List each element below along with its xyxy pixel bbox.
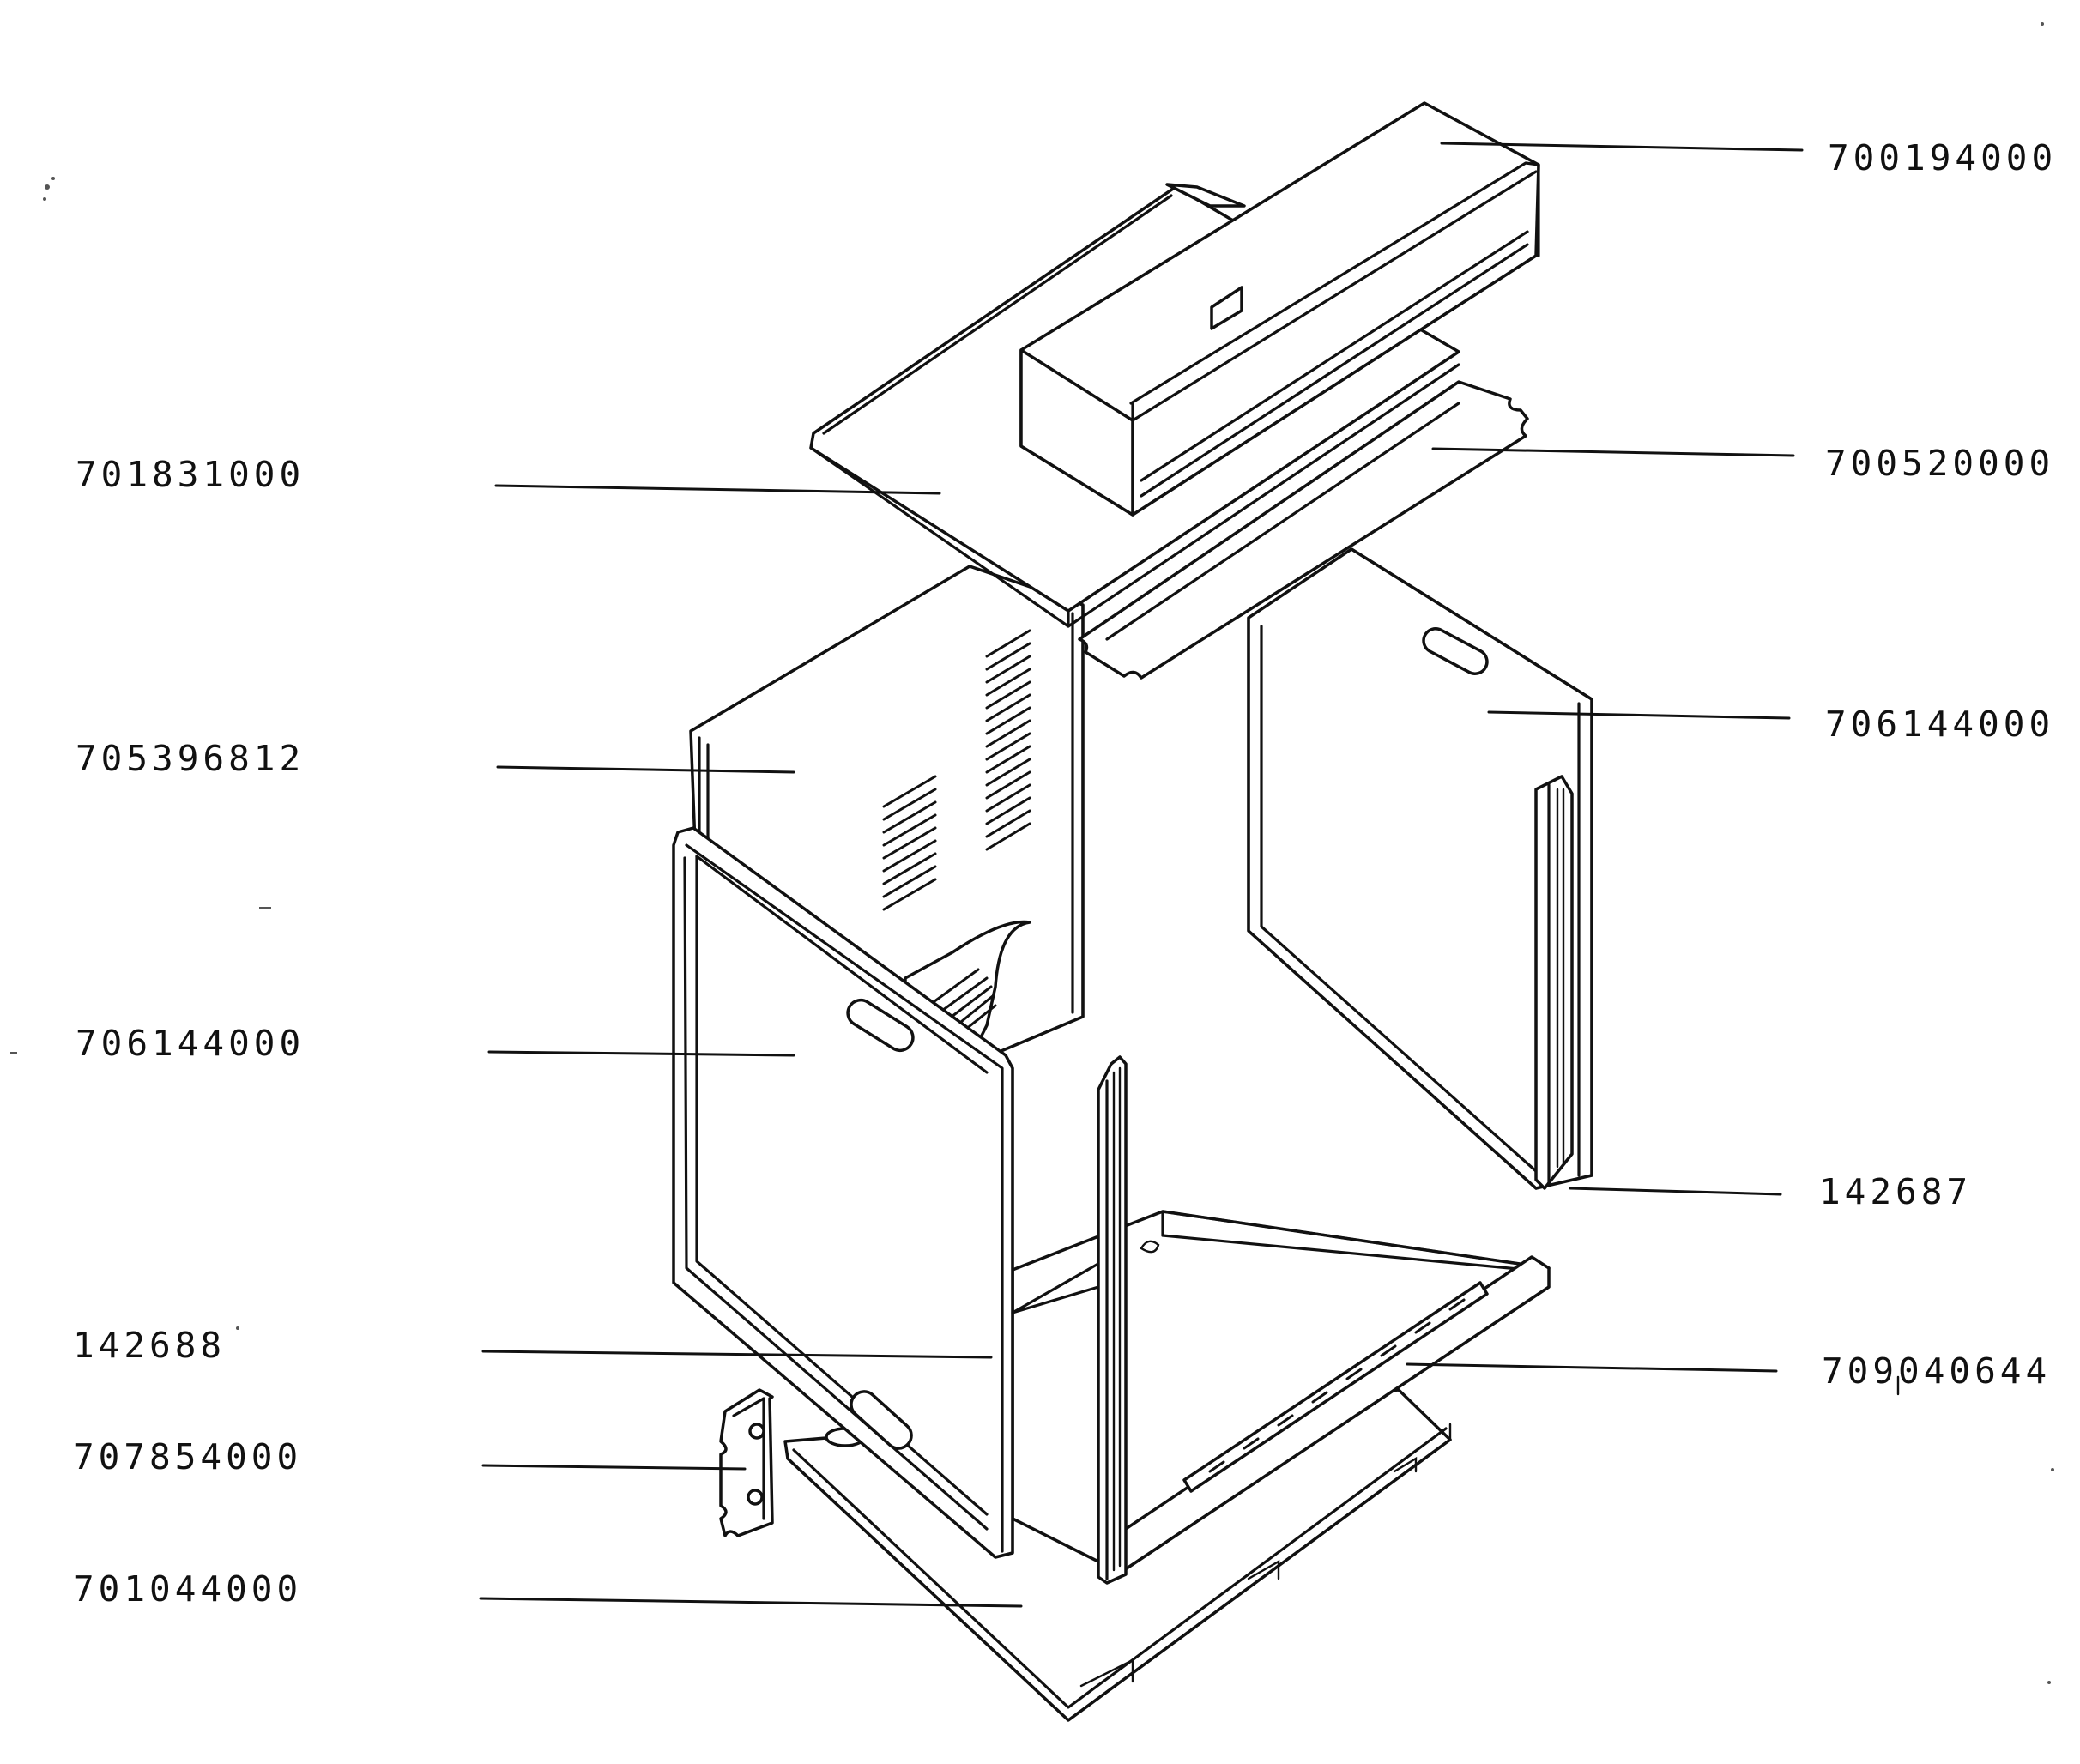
label-705396812: 705396812 (76, 738, 305, 779)
back-panel (689, 565, 1085, 1059)
vent-slots-lower (882, 775, 937, 911)
part-number-labels: 700194000 701831000 700520000 705396812 … (73, 137, 2057, 1610)
label-706144000-left: 706144000 (76, 1023, 305, 1064)
leader-701044000 (479, 1597, 1023, 1608)
left-side-panel (672, 826, 1104, 1559)
leader-700520000 (1431, 447, 1795, 457)
leader-142687 (1569, 1187, 1782, 1196)
leader-700194000 (1440, 142, 1804, 152)
rail-holes (1208, 1298, 1466, 1473)
top-shield (1078, 380, 1529, 680)
leader-142688 (481, 1350, 993, 1359)
label-700194000: 700194000 (1828, 137, 2057, 178)
fan-housing (904, 920, 1031, 1044)
label-707854000: 707854000 (73, 1436, 302, 1477)
left-rail (1097, 1055, 1128, 1585)
right-side-panel (1247, 547, 1593, 1190)
vent-slots-upper (985, 629, 1031, 851)
scan-specks (10, 22, 2054, 1684)
leader-707854000 (481, 1464, 747, 1471)
label-701831000: 701831000 (76, 454, 305, 495)
label-706144000-right: 706144000 (1825, 704, 2054, 745)
top-cover (1019, 101, 1540, 517)
leader-706144000-right (1487, 710, 1791, 720)
bracket (719, 1388, 774, 1537)
leader-705396812 (496, 765, 795, 774)
bottom-tray (1011, 1210, 1551, 1572)
right-rail (1534, 775, 1574, 1190)
label-142688: 142688 (73, 1325, 226, 1366)
label-142687: 142687 (1819, 1171, 1972, 1212)
leader-709040644 (1406, 1362, 1778, 1373)
leader-706144000-left (487, 1050, 795, 1057)
label-709040644: 709040644 (1822, 1350, 2051, 1392)
leader-701831000 (494, 484, 941, 495)
label-700520000: 700520000 (1825, 443, 2054, 484)
leader-lines (479, 142, 1804, 1608)
label-701044000: 701044000 (73, 1568, 302, 1610)
